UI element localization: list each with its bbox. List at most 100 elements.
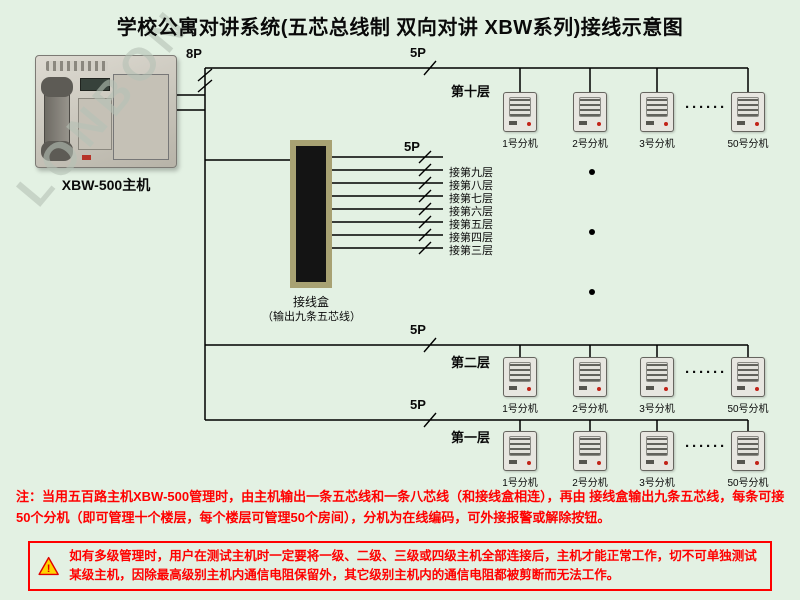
unit-led [527, 122, 531, 126]
floor-label-1: 第一层 [451, 430, 491, 445]
vertical-ellipsis-dot [589, 229, 595, 235]
junction-box-sublabel: （输出九条五芯线） [262, 311, 361, 323]
master-function-buttons [78, 98, 112, 150]
unit-led [527, 461, 531, 465]
speaker-grille-icon [579, 436, 601, 456]
unit-button [646, 460, 654, 464]
slave-unit [731, 357, 765, 397]
slave-unit [503, 431, 537, 471]
wire-junction-outputs [332, 156, 443, 249]
unit-label: 3号分机 [639, 404, 675, 415]
slave-unit [573, 357, 607, 397]
unit-button [646, 121, 654, 125]
wire-stems-floor2 [519, 345, 749, 357]
slash-5p-top [423, 60, 437, 76]
slave-unit [640, 431, 674, 471]
slash-5p-floor1 [423, 412, 437, 428]
branch-label-floor4: 接第四层 [449, 232, 493, 244]
unit-button [509, 460, 517, 464]
unit-button [737, 121, 745, 125]
branch-label-floor3: 接第三层 [449, 245, 493, 257]
wire-label-5p-top: 5P [410, 45, 426, 60]
floor-label-10: 第十层 [451, 84, 491, 99]
slave-unit [640, 92, 674, 132]
warning-box: ! 如有多级管理时，用户在测试主机时一定要将一级、二级、三级或四级主机全部连接后… [28, 541, 772, 591]
speaker-grille-icon [509, 97, 531, 117]
unit-button [579, 460, 587, 464]
wire-label-8p: 8P [186, 46, 202, 61]
master-unit [35, 55, 177, 168]
speaker-grille-icon [737, 436, 759, 456]
unit-label: 50号分机 [727, 404, 769, 415]
branch-label-floor9: 接第九层 [449, 167, 493, 179]
branch-label-floor6: 接第六层 [449, 206, 493, 218]
master-display [80, 78, 110, 91]
unit-label: 2号分机 [572, 404, 608, 415]
wire-label-5p-junction: 5P [404, 139, 420, 154]
junction-box-label: 接线盒 [292, 295, 329, 309]
unit-button [509, 121, 517, 125]
row-ellipsis: ······ [685, 364, 727, 381]
wire-stems-floor10 [519, 68, 749, 92]
unit-button [646, 386, 654, 390]
speaker-grille-icon [646, 436, 668, 456]
unit-label: 1号分机 [502, 139, 538, 150]
row-ellipsis: ······ [685, 99, 727, 116]
master-speaker-grille-icon [46, 61, 108, 71]
unit-led [527, 387, 531, 391]
wire-label-5p-floor2: 5P [410, 322, 426, 337]
vertical-ellipsis-dot [589, 169, 595, 175]
speaker-grille-icon [646, 362, 668, 382]
slave-unit [503, 92, 537, 132]
unit-button [509, 386, 517, 390]
unit-led [664, 461, 668, 465]
wire-stems-floor1 [519, 420, 749, 431]
unit-label: 3号分机 [639, 139, 675, 150]
junction-box [290, 140, 332, 288]
floor-label-2: 第二层 [451, 355, 491, 370]
unit-label: 2号分机 [572, 478, 608, 489]
unit-label: 1号分机 [502, 478, 538, 489]
unit-label: 1号分机 [502, 404, 538, 415]
unit-label: 3号分机 [639, 478, 675, 489]
slave-unit [503, 357, 537, 397]
unit-button [737, 460, 745, 464]
unit-led [597, 461, 601, 465]
unit-button [579, 121, 587, 125]
speaker-grille-icon [646, 97, 668, 117]
branch-label-floor7: 接第七层 [449, 193, 493, 205]
unit-label: 2号分机 [572, 139, 608, 150]
slave-unit [640, 357, 674, 397]
slash-junction-outputs [418, 150, 432, 255]
page-title: 学校公寓对讲系统(五芯总线制 双向对讲 XBW系列)接线示意图 [116, 17, 684, 39]
speaker-grille-icon [579, 97, 601, 117]
branch-label-floor5: 接第五层 [449, 219, 493, 231]
unit-button [579, 386, 587, 390]
handset-icon [41, 77, 73, 161]
unit-led [755, 387, 759, 391]
slave-unit [731, 431, 765, 471]
speaker-grille-icon [509, 362, 531, 382]
vertical-ellipsis-dot [589, 289, 595, 295]
unit-led [597, 122, 601, 126]
unit-button [737, 386, 745, 390]
slash-8p [197, 68, 213, 93]
master-label: XBW-500主机 [61, 177, 151, 193]
speaker-grille-icon [509, 436, 531, 456]
note-text: 注：当用五百路主机XBW-500管理时，由主机输出一条五芯线和一条八芯线（和接线… [16, 489, 785, 525]
slave-unit [573, 92, 607, 132]
unit-led [755, 122, 759, 126]
branch-label-floor8: 接第八层 [449, 180, 493, 192]
speaker-grille-icon [579, 362, 601, 382]
slave-unit [573, 431, 607, 471]
row-ellipsis: ······ [685, 438, 727, 455]
unit-led [664, 122, 668, 126]
warning-exclamation: ! [47, 563, 51, 575]
master-keypad [113, 74, 169, 160]
warning-text: 如有多级管理时，用户在测试主机时一定要将一级、二级、三级或四级主机全部连接后，主… [69, 549, 757, 582]
wire-label-5p-floor1: 5P [410, 397, 426, 412]
slave-unit [731, 92, 765, 132]
master-red-button [82, 155, 91, 160]
